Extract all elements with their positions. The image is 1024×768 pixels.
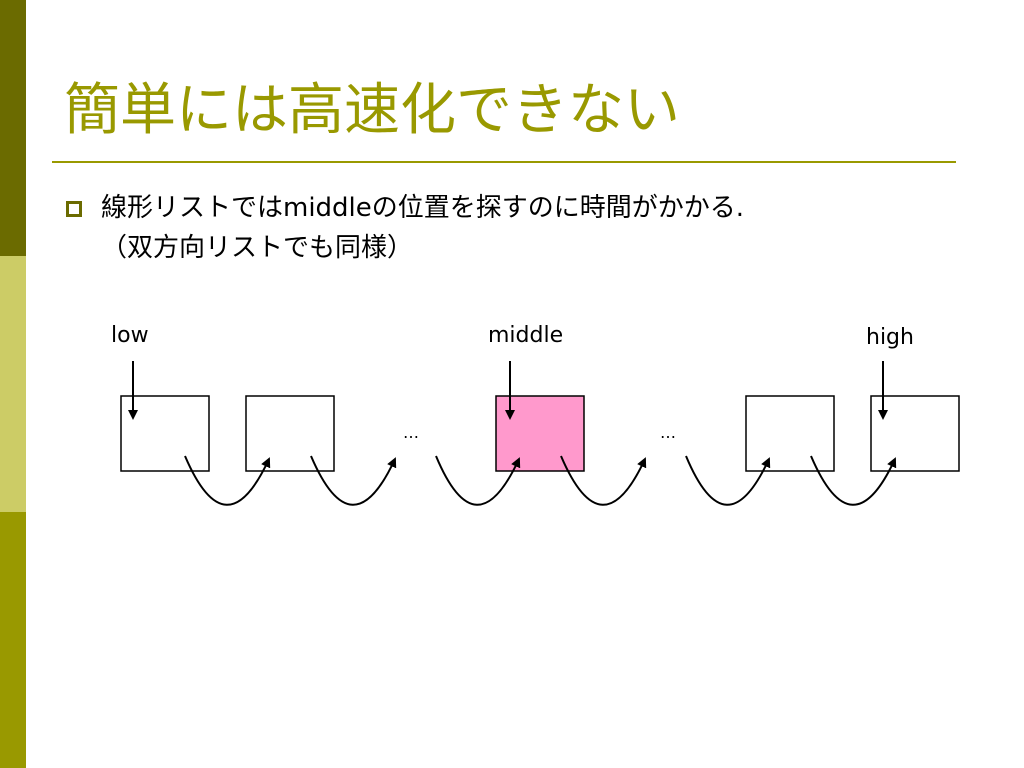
bullet-square-icon — [66, 201, 82, 217]
slide-title: 簡単には高速化できない — [64, 78, 680, 143]
bullet-text: 線形リストではmiddleの位置を探すのに時間がかかる. （双方向リストでも同様… — [101, 188, 961, 268]
title-divider — [52, 161, 956, 163]
link-arrow-3 — [435, 455, 521, 506]
list-node-2 — [245, 395, 335, 472]
sidebar-band-top — [0, 0, 26, 256]
ellipsis-left: … — [403, 423, 419, 442]
ellipsis-right: … — [660, 423, 676, 442]
link-arrow-2 — [310, 455, 397, 506]
link-arrow-4 — [560, 455, 647, 506]
label-high: high — [866, 325, 914, 350]
list-node-4 — [745, 395, 835, 472]
list-node-5 — [870, 395, 960, 472]
label-middle: middle — [488, 323, 563, 348]
link-arrow-1 — [184, 455, 271, 506]
sidebar-band-middle — [0, 256, 26, 512]
label-low: low — [111, 323, 149, 348]
list-node-1 — [120, 395, 210, 472]
bullet-line-1: 線形リストではmiddleの位置を探すのに時間がかかる. — [101, 193, 745, 223]
sidebar-band-bottom — [0, 512, 26, 768]
bullet-line-2: （双方向リストでも同様） — [101, 233, 414, 263]
link-arrow-6 — [810, 455, 897, 506]
link-arrow-5 — [685, 455, 771, 506]
